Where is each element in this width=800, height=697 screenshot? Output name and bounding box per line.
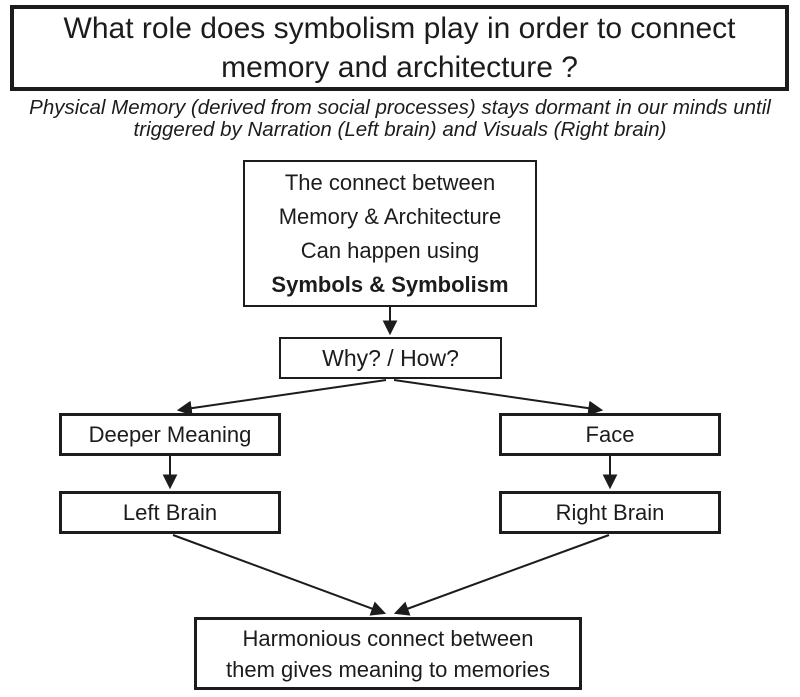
- harmonious-box: Harmonious connect between them gives me…: [194, 617, 582, 690]
- connect-box-line-3: Can happen using: [300, 237, 480, 263]
- connect-box-line-4: Symbols & Symbolism: [271, 271, 509, 297]
- subtitle-line-1: Physical Memory (derived from social pro…: [29, 96, 771, 119]
- right-brain-box: Right Brain: [499, 491, 721, 534]
- title-box: What role does symbolism play in order t…: [10, 5, 789, 91]
- connect-box-line-2: Memory & Architecture: [278, 203, 502, 229]
- connect-box-line-1: The connect between: [284, 169, 496, 195]
- harmonious-line-2: them gives meaning to memories: [225, 656, 551, 682]
- title-line-1: What role does symbolism play in order t…: [63, 12, 736, 45]
- title-line-2: memory and architecture ?: [221, 51, 578, 84]
- right-brain-label: Right Brain: [555, 499, 665, 525]
- face-label: Face: [585, 421, 635, 447]
- left-brain-box: Left Brain: [59, 491, 281, 534]
- connect-box: The connect between Memory & Architectur…: [243, 160, 537, 307]
- why-how-label: Why? / How?: [322, 344, 459, 371]
- harmonious-line-1: Harmonious connect between: [242, 625, 534, 651]
- deeper-meaning-box: Deeper Meaning: [59, 413, 281, 456]
- arrow-why-to-face: [393, 379, 604, 416]
- arrow-why-to-deeper: [176, 379, 387, 416]
- arrow-left-brain-to-harmonious: [172, 534, 387, 616]
- left-brain-label: Left Brain: [122, 499, 218, 525]
- deeper-meaning-label: Deeper Meaning: [88, 421, 252, 447]
- subtitle: Physical Memory (derived from social pro…: [0, 97, 800, 141]
- arrow-right-brain-to-harmonious: [393, 534, 610, 616]
- face-box: Face: [499, 413, 721, 456]
- why-how-box: Why? / How?: [279, 337, 502, 379]
- subtitle-line-2: triggered by Narration (Left brain) and …: [133, 118, 667, 141]
